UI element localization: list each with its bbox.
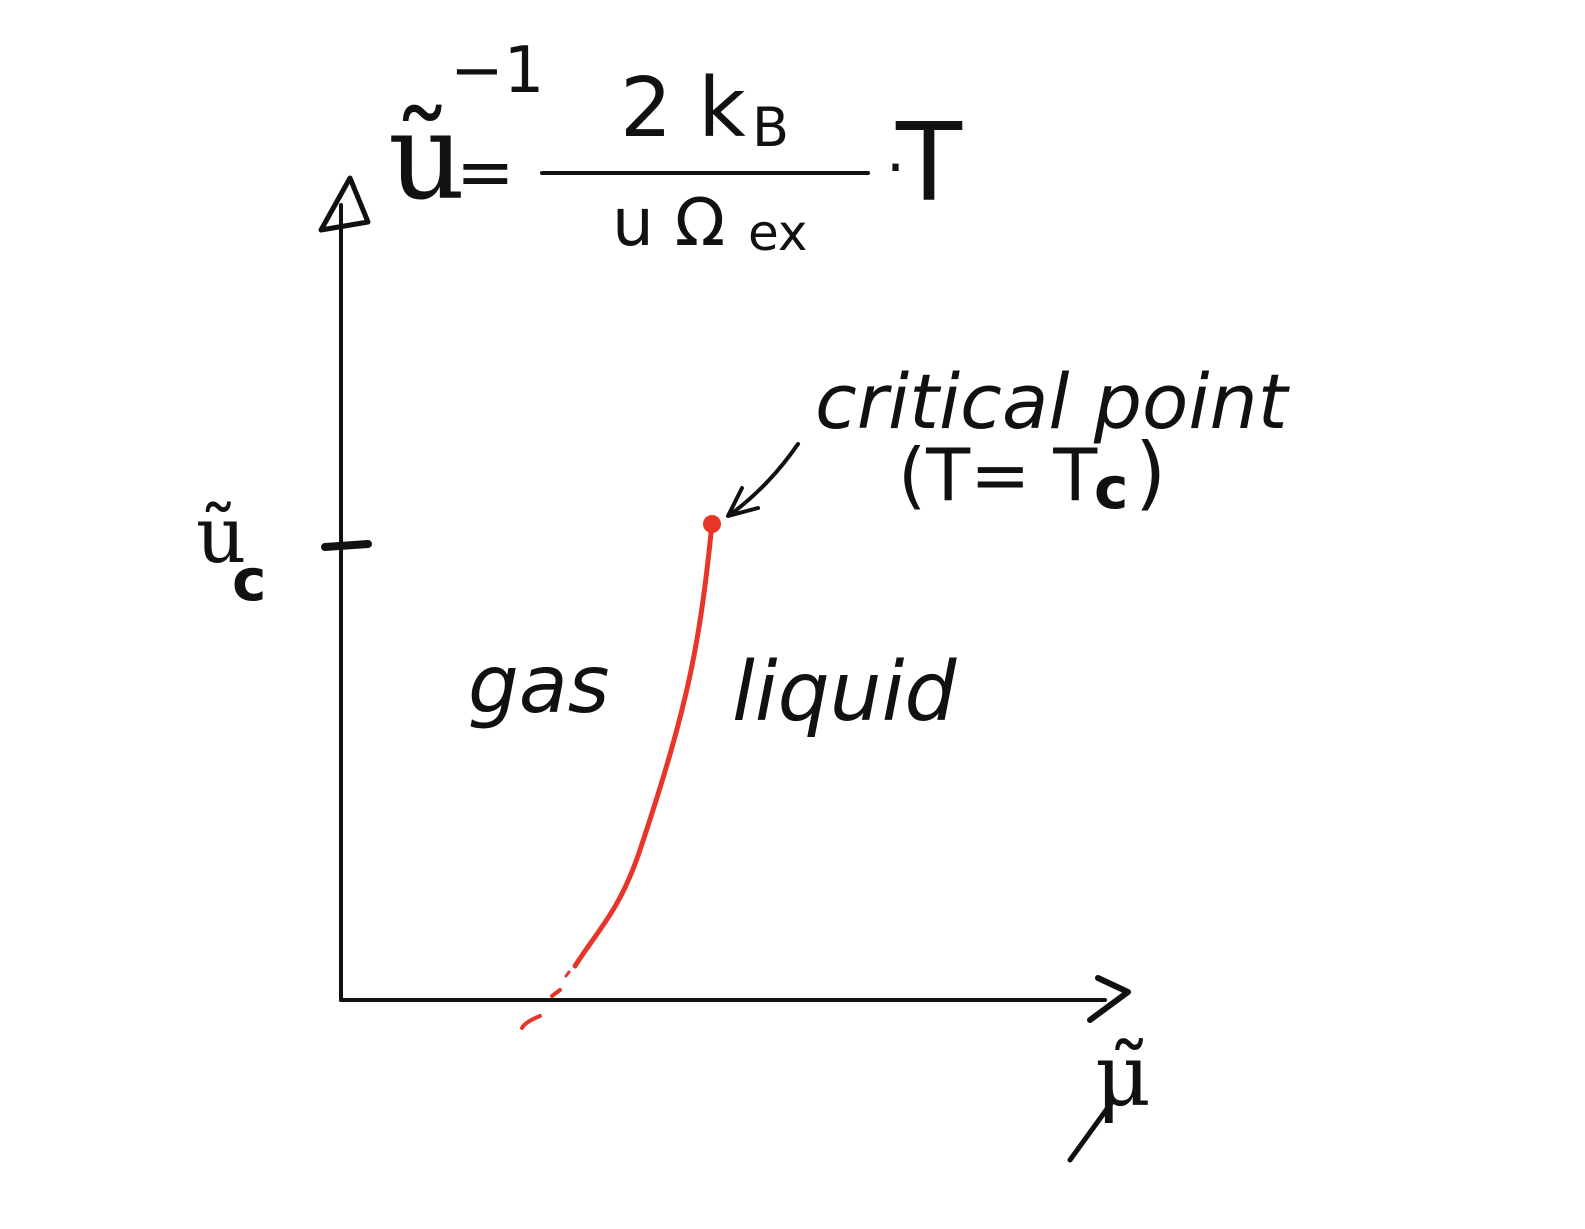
formula-rhs: T — [895, 101, 963, 226]
annotation-line2-sub: c — [1094, 454, 1128, 522]
y-axis-arrowhead — [318, 175, 371, 233]
formula-lhs-exponent: −1 — [450, 34, 544, 108]
coexistence-curve-dash-1 — [550, 988, 562, 998]
formula-numerator: 2 k — [620, 61, 746, 156]
annotation-line1: critical point — [815, 357, 1291, 446]
y-axis-tick-uc — [321, 540, 372, 551]
region-label-liquid: liquid — [732, 645, 957, 740]
annotation-line2-open: (T= T — [898, 433, 1098, 517]
formula: ũ −1 = 2 k B u Ω ex · T — [388, 34, 963, 262]
y-axis: ũ c — [196, 175, 372, 1002]
formula-lhs-symbol: ũ — [388, 88, 465, 227]
critical-point-marker — [703, 515, 721, 533]
x-axis-label-tail — [1067, 1099, 1115, 1163]
formula-denominator-sub: ex — [748, 204, 807, 262]
annotation-line2-close: ) — [1135, 426, 1166, 519]
coexistence-curve — [520, 515, 721, 1030]
y-axis-label-sub: c — [232, 546, 266, 614]
coexistence-curve-line — [572, 521, 715, 969]
coexistence-curve-dash-3 — [520, 1014, 542, 1030]
x-axis-arrowhead — [1087, 975, 1131, 1023]
x-axis: μ̃ — [339, 975, 1151, 1163]
coexistence-curve-dash-2 — [564, 970, 571, 978]
formula-numerator-sub: B — [752, 96, 789, 159]
formula-dot: · — [886, 133, 905, 203]
critical-point-annotation: critical point (T= T c ) — [726, 357, 1291, 522]
region-label-gas: gas — [468, 638, 609, 731]
arrow-icon — [726, 442, 800, 518]
formula-denominator: u Ω — [612, 184, 725, 261]
y-axis-label: ũ — [196, 491, 246, 581]
formula-equals: = — [456, 131, 515, 213]
